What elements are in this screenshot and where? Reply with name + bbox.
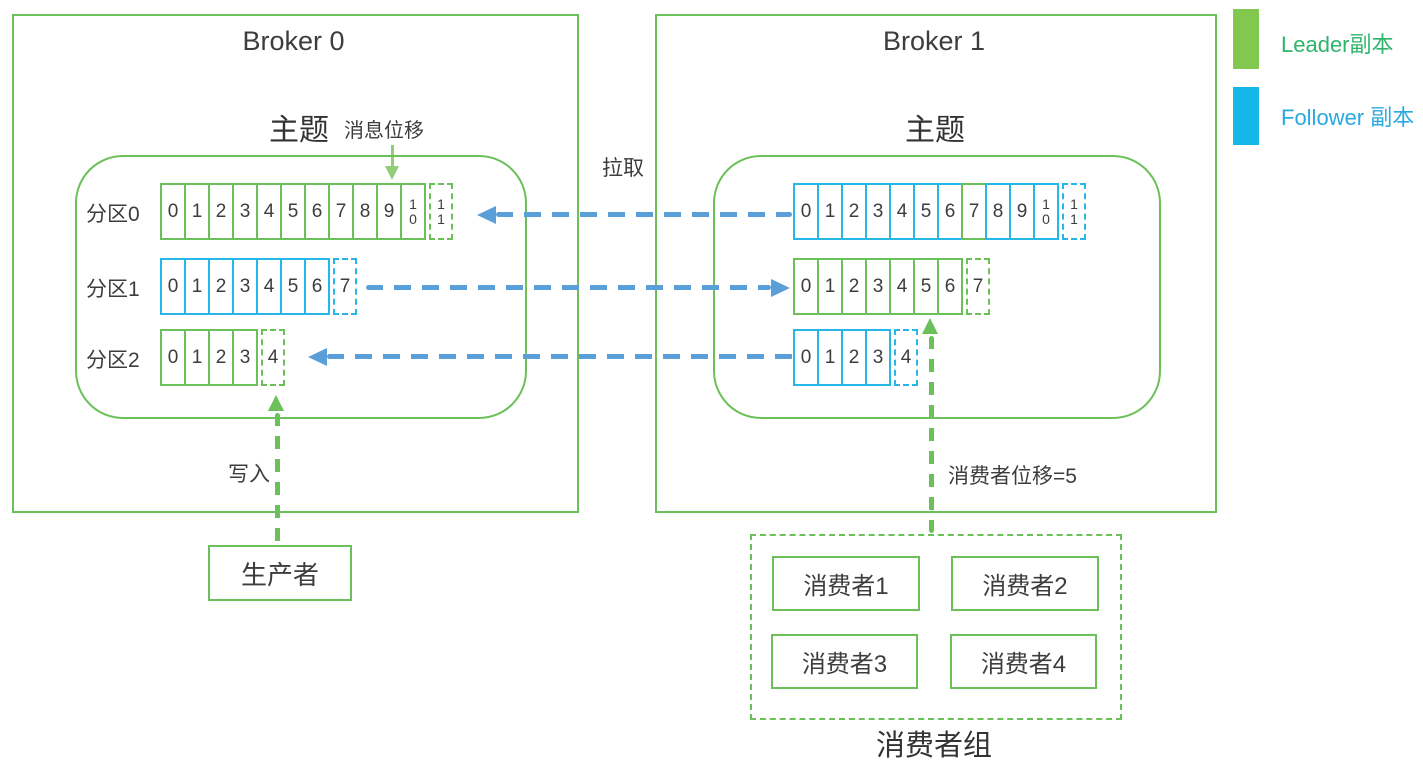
consumer-offset-arrow-head-icon xyxy=(922,318,938,334)
consumer1-box: 消费者1 xyxy=(772,556,920,611)
consumer-group-label: 消费者组 xyxy=(875,730,992,762)
log-cell-2: 2 xyxy=(208,329,234,386)
log-cell-6: 6 xyxy=(937,183,963,240)
log-cell-6: 6 xyxy=(304,258,330,315)
legend-leader-label: Leader副本 xyxy=(1281,32,1394,57)
consumer2-box: 消费者2 xyxy=(951,556,1099,611)
log-cell-7: 7 xyxy=(333,258,357,315)
log-cell-1: 1 xyxy=(817,183,843,240)
consumer-offset-label: 消费者位移=5 xyxy=(948,465,1077,488)
broker0-partition2-label: 分区2 xyxy=(86,349,140,372)
pull-arrow-partition0-line xyxy=(496,212,792,217)
consumer-group-box xyxy=(750,534,1122,720)
log-cell-3: 3 xyxy=(865,329,891,386)
consumer3-label: 消费者3 xyxy=(801,651,888,678)
log-cell-0: 0 xyxy=(160,183,186,240)
log-cell-5: 5 xyxy=(280,258,306,315)
log-cell-3: 3 xyxy=(232,329,258,386)
pull-arrow-partition1-line xyxy=(366,285,771,290)
legend-follower-label: Follower 副本 xyxy=(1281,105,1415,130)
log-cell-6: 6 xyxy=(937,258,963,315)
pull-label: 拉取 xyxy=(602,157,644,180)
log-cell-6: 6 xyxy=(304,183,330,240)
log-cell-2: 2 xyxy=(208,183,234,240)
consumer2-label: 消费者2 xyxy=(982,573,1068,600)
pull-arrow-partition0-head-icon xyxy=(477,206,496,224)
consumer4-label: 消费者4 xyxy=(980,651,1067,678)
log-cell-7: 7 xyxy=(966,258,990,315)
log-cell-3: 3 xyxy=(232,183,258,240)
log-cell-1: 1 xyxy=(184,258,210,315)
log-cell-0: 0 xyxy=(793,183,819,240)
log-cell-0: 0 xyxy=(793,329,819,386)
log-cell-2: 2 xyxy=(841,329,867,386)
log-cell-5: 5 xyxy=(913,183,939,240)
log-cell-4: 4 xyxy=(256,258,282,315)
log-cell-0: 0 xyxy=(793,258,819,315)
log-cell-5: 5 xyxy=(913,258,939,315)
producer-label: 生产者 xyxy=(240,559,319,590)
message-offset-arrow-head xyxy=(385,166,399,180)
consumer4-box: 消费者4 xyxy=(950,634,1097,689)
log-cell-3: 3 xyxy=(865,183,891,240)
producer-box: 生产者 xyxy=(208,545,352,601)
log-cell-4: 4 xyxy=(261,329,285,386)
log-cell-1: 1 xyxy=(817,258,843,315)
log-cell-7: 7 xyxy=(328,183,354,240)
log-cell-9: 9 xyxy=(1009,183,1035,240)
log-cell-1: 1 xyxy=(817,329,843,386)
write-arrow-head-icon xyxy=(268,395,284,411)
message-offset-label: 消息位移 xyxy=(344,120,424,142)
consumer-offset-arrow-line xyxy=(929,336,934,533)
log-cell-1: 1 xyxy=(184,183,210,240)
log-cell-1: 1 xyxy=(184,329,210,386)
broker1-topic-title: 主题 xyxy=(905,114,965,147)
log-cell-4: 4 xyxy=(889,183,915,240)
log-cell-4: 4 xyxy=(894,329,918,386)
consumer1-label: 消费者1 xyxy=(803,573,889,600)
pull-arrow-partition2-head-icon xyxy=(308,348,327,366)
log-cell-9: 9 xyxy=(376,183,402,240)
broker0-partition1-label: 分区1 xyxy=(86,278,140,301)
log-cell-4: 4 xyxy=(889,258,915,315)
broker0-title: Broker 0 xyxy=(242,26,345,56)
log-cell-7: 7 xyxy=(961,183,987,240)
log-cell-4: 4 xyxy=(256,183,282,240)
log-cell-3: 3 xyxy=(232,258,258,315)
broker1-title: Broker 1 xyxy=(882,26,986,56)
pull-arrow-partition1-head-icon xyxy=(771,279,790,297)
log-cell-3: 3 xyxy=(865,258,891,315)
write-arrow-line xyxy=(275,413,280,545)
log-cell-5: 5 xyxy=(280,183,306,240)
log-cell-2: 2 xyxy=(841,258,867,315)
pull-arrow-partition2-line xyxy=(327,354,793,359)
log-cell-8: 8 xyxy=(985,183,1011,240)
log-cell-0: 0 xyxy=(160,258,186,315)
log-cell-8: 8 xyxy=(352,183,378,240)
follower-replica-swatch-icon xyxy=(1233,87,1259,145)
log-cell-2: 2 xyxy=(841,183,867,240)
log-cell-0: 0 xyxy=(160,329,186,386)
write-label: 写入 xyxy=(228,463,270,486)
consumer3-box: 消费者3 xyxy=(771,634,918,689)
leader-replica-swatch-icon xyxy=(1233,9,1259,69)
broker0-partition0-label: 分区0 xyxy=(86,203,140,226)
log-cell-2: 2 xyxy=(208,258,234,315)
broker0-topic-title: 主题 xyxy=(269,114,329,147)
